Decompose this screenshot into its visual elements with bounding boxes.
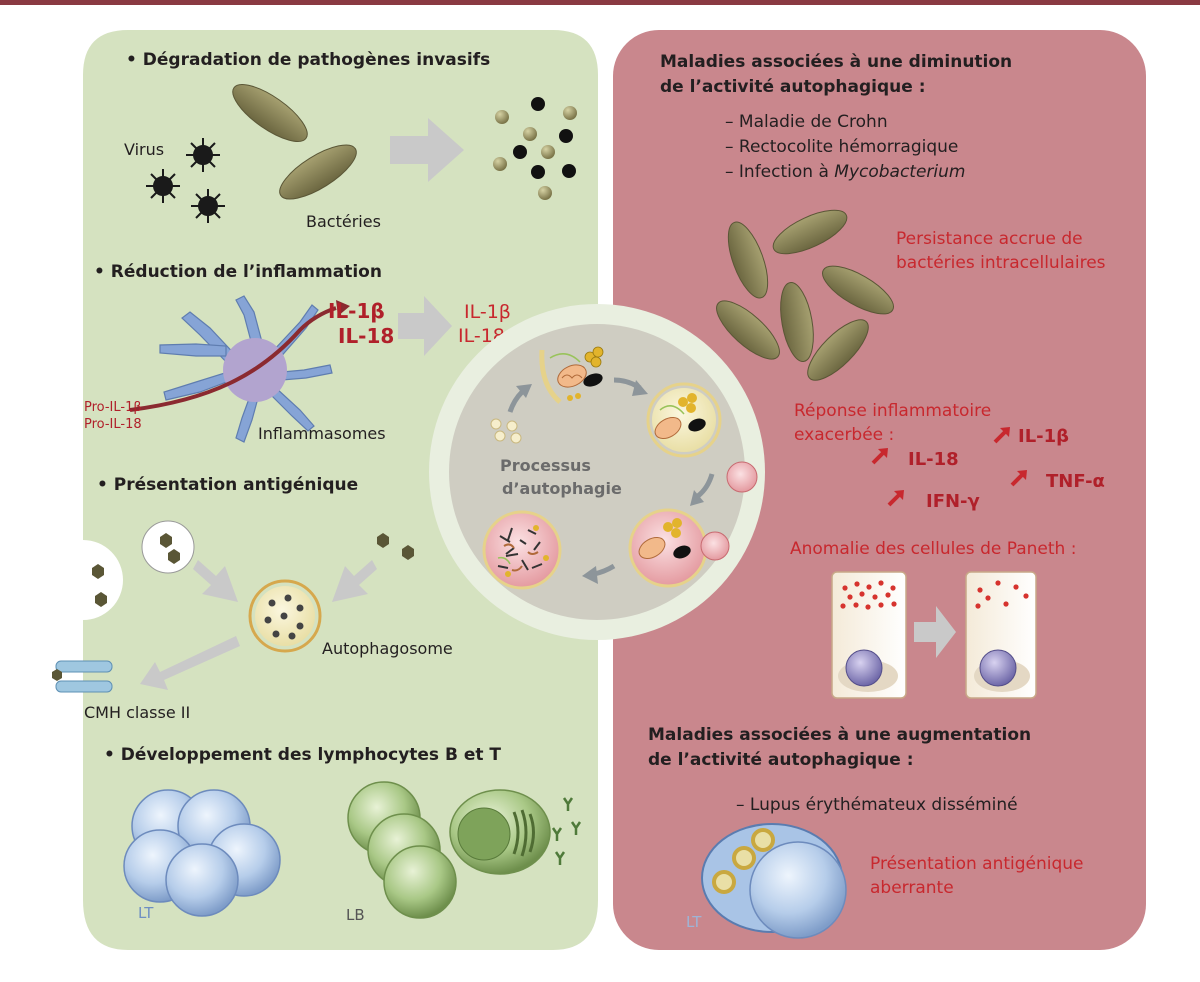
aberrant-lt-label: LT (686, 913, 702, 931)
phagophore-icon (539, 346, 604, 404)
paneth-label: Anomalie des cellules de Paneth : (790, 539, 1076, 559)
autophagy-title-1: Processus (500, 456, 591, 475)
decrease-heading-1: Maladies associées à une diminution (660, 52, 1012, 72)
cytokine-il18: IL-18 (908, 449, 959, 470)
antigen-icon (92, 533, 414, 607)
paneth-cell-normal-icon (831, 571, 907, 699)
arrow-head (582, 566, 598, 584)
left-panel (83, 30, 598, 950)
disease-item: – Rectocolite hémorragique (725, 137, 958, 157)
antibody-icon (551, 797, 582, 865)
lupus-item: – Lupus érythémateux disséminé (736, 795, 1018, 815)
lysosome-icon (726, 461, 758, 493)
lt-label: LT (138, 904, 154, 922)
bacteria-label: Bactéries (306, 212, 381, 231)
paneth-cell-abnormal-icon (965, 571, 1037, 699)
arrow-icon (193, 560, 238, 602)
arrow-icon (398, 296, 452, 356)
arrow-head (690, 490, 704, 506)
lymphocytes-heading: • Développement des lymphocytes B et T (104, 745, 501, 765)
arrow-icon (914, 606, 956, 658)
response-label-1: Réponse inflammatoire (794, 401, 991, 421)
persistent-bacteria-icon (716, 209, 894, 381)
arrow-head (516, 384, 532, 398)
autophagy-title-2: d’autophagie (502, 479, 622, 498)
virus-icon (146, 138, 225, 223)
lymphocyte-t-icon (123, 789, 281, 917)
cytokine-il1b: IL-1β (1018, 426, 1069, 447)
pro-il1b-label: Pro-IL-1β (84, 400, 142, 415)
persistence-label-2: bactéries intracellulaires (896, 253, 1106, 273)
autophagosome-stage-icon (646, 382, 722, 458)
il1b-produced: IL-1β (328, 299, 385, 323)
bacterium (232, 84, 308, 142)
decrease-heading-2: de l’activité autophagique : (660, 77, 926, 97)
increase-arrow-icon (871, 427, 1027, 507)
autophagosome-label: Autophagosome (322, 639, 453, 658)
arrow-icon (140, 636, 240, 690)
increase-heading-1: Maladies associées à une augmentation (648, 725, 1031, 745)
top-bar (0, 0, 1200, 5)
cytokine-ifng: IFN-γ (926, 491, 980, 512)
presentation-label-1: Présentation antigénique (870, 854, 1084, 874)
cmh-label: CMH classe II (84, 703, 190, 722)
disease-item: – Infection à Mycobacterium (725, 162, 965, 182)
inflammation-heading: • Réduction de l’inflammation (94, 262, 382, 282)
bacterium (279, 144, 357, 200)
autolysosome-icon (628, 508, 730, 588)
inflammasomes-label: Inflammasomes (258, 424, 386, 443)
presentation-label-2: aberrante (870, 878, 954, 898)
mhc-class-ii-icon (52, 660, 113, 693)
mycobacterium-term: Mycobacterium (834, 162, 965, 182)
persistence-label-1: Persistance accrue de (896, 229, 1083, 249)
virus-label: Virus (124, 140, 164, 159)
cycle-arrow (696, 473, 715, 498)
il18-produced: IL-18 (338, 324, 394, 348)
lb-label: LB (346, 906, 365, 924)
arrow-icon (332, 560, 377, 602)
lymphocyte-b-icon (347, 781, 457, 919)
antigen-heading: • Présentation antigénique (97, 475, 358, 495)
cycle-arrow (507, 390, 524, 413)
disease-item: – Maladie de Crohn (725, 112, 888, 132)
il1b-reduced: IL-1β (464, 301, 511, 323)
aberrant-lt-icon (701, 823, 847, 939)
arrow-head (632, 380, 648, 396)
degradation-vesicle-icon (482, 510, 562, 590)
degradation-heading: • Dégradation de pathogènes invasifs (126, 50, 490, 70)
disease-item-text: – Infection à (725, 162, 834, 182)
pro-il18-label: Pro-IL-18 (84, 417, 142, 432)
plasma-cell-icon (449, 789, 551, 875)
antigen-vesicle (141, 520, 195, 574)
arrow-head (336, 300, 350, 316)
response-label-2: exacerbée : (794, 425, 894, 445)
arrow-icon (390, 118, 464, 182)
debris-icon (493, 97, 577, 200)
increase-heading-2: de l’activité autophagique : (648, 750, 914, 770)
processing-arrow (129, 306, 337, 412)
autophagosome-icon (248, 579, 322, 653)
vesicles-icon (490, 418, 522, 444)
cytokine-tnfa: TNF-α (1046, 471, 1105, 492)
